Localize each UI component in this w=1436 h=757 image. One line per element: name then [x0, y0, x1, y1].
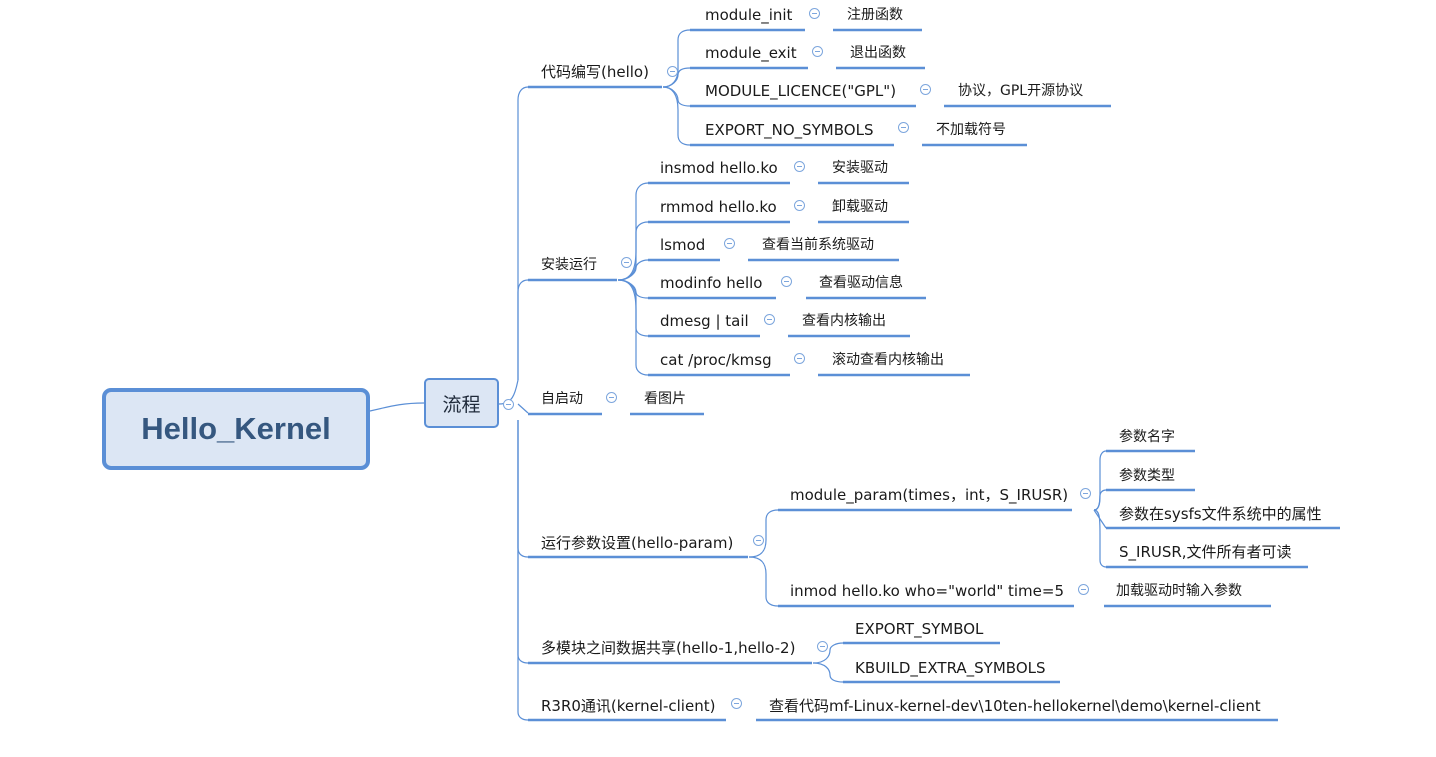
note-rmmod[interactable]: 卸载驱动: [832, 199, 888, 215]
branch-run-params[interactable]: 运行参数设置(hello-param): [541, 534, 734, 552]
param-item-type[interactable]: 参数类型: [1119, 468, 1175, 484]
collapse-icon[interactable]: [812, 46, 823, 57]
note-dmesg[interactable]: 查看内核输出: [802, 313, 886, 329]
note-r3r0-comm[interactable]: 查看代码mf-Linux-kernel-dev\10ten-hellokerne…: [769, 697, 1261, 715]
collapse-icon[interactable]: [781, 276, 792, 287]
topic-insmod[interactable]: insmod hello.ko: [660, 159, 778, 177]
collapse-icon[interactable]: [503, 399, 514, 410]
note-autostart[interactable]: 看图片: [644, 391, 686, 407]
collapse-icon[interactable]: [920, 84, 931, 95]
topic-lsmod[interactable]: lsmod: [660, 236, 706, 254]
note-export-no-symbols[interactable]: 不加载符号: [936, 122, 1006, 138]
topic-module-licence[interactable]: MODULE_LICENCE("GPL"): [705, 82, 897, 100]
collapse-icon[interactable]: [724, 238, 735, 249]
collapse-icon[interactable]: [731, 698, 742, 709]
branch-r3r0-comm[interactable]: R3R0通讯(kernel-client): [541, 697, 716, 715]
branch-install-run[interactable]: 安装运行: [541, 257, 597, 273]
root-topic-label: Hello_Kernel: [141, 411, 331, 446]
collapse-icon[interactable]: [1080, 488, 1091, 499]
collapse-icon[interactable]: [817, 641, 828, 652]
topic-export-symbol[interactable]: EXPORT_SYMBOL: [855, 620, 984, 638]
main-topic[interactable]: 流程: [424, 378, 499, 428]
collapse-icon[interactable]: [809, 8, 820, 19]
topic-kbuild-extra-symbols[interactable]: KBUILD_EXTRA_SYMBOLS: [855, 659, 1046, 677]
topic-cat-kmsg[interactable]: cat /proc/kmsg: [660, 351, 772, 369]
branch-multi-module-share[interactable]: 多模块之间数据共享(hello-1,hello-2): [541, 639, 796, 657]
collapse-icon[interactable]: [667, 66, 678, 77]
note-module-init[interactable]: 注册函数: [847, 7, 903, 23]
collapse-icon[interactable]: [794, 161, 805, 172]
note-inmod-params[interactable]: 加载驱动时输入参数: [1116, 583, 1242, 599]
collapse-icon[interactable]: [621, 257, 632, 268]
collapse-icon[interactable]: [898, 122, 909, 133]
collapse-icon[interactable]: [753, 535, 764, 546]
collapse-icon[interactable]: [1078, 584, 1089, 595]
topic-dmesg[interactable]: dmesg | tail: [660, 312, 749, 330]
collapse-icon[interactable]: [794, 353, 805, 364]
root-topic[interactable]: Hello_Kernel: [102, 388, 370, 470]
note-module-licence[interactable]: 协议，GPL开源协议: [958, 83, 1084, 99]
topic-inmod-params[interactable]: inmod hello.ko who="world" time=5: [790, 582, 1064, 600]
topic-module-param[interactable]: module_param(times，int，S_IRUSR): [790, 486, 1069, 504]
topic-module-init[interactable]: module_init: [705, 6, 793, 24]
branch-code-writing[interactable]: 代码编写(hello): [541, 63, 649, 81]
param-item-s-irusr[interactable]: S_IRUSR,文件所有者可读: [1119, 543, 1292, 561]
main-topic-label: 流程: [442, 393, 481, 416]
note-modinfo[interactable]: 查看驱动信息: [819, 275, 903, 291]
note-module-exit[interactable]: 退出函数: [850, 45, 906, 61]
topic-export-no-symbols[interactable]: EXPORT_NO_SYMBOLS: [705, 121, 874, 139]
collapse-icon[interactable]: [764, 314, 775, 325]
note-lsmod[interactable]: 查看当前系统驱动: [762, 237, 874, 253]
collapse-icon[interactable]: [606, 392, 617, 403]
topic-modinfo[interactable]: modinfo hello: [660, 274, 763, 292]
param-item-sysfs-attr[interactable]: 参数在sysfs文件系统中的属性: [1119, 505, 1322, 523]
branch-autostart[interactable]: 自启动: [541, 391, 583, 407]
param-item-name[interactable]: 参数名字: [1119, 429, 1175, 445]
note-insmod[interactable]: 安装驱动: [832, 160, 888, 176]
topic-module-exit[interactable]: module_exit: [705, 44, 797, 62]
collapse-icon[interactable]: [794, 200, 805, 211]
note-cat-kmsg[interactable]: 滚动查看内核输出: [832, 352, 944, 368]
topic-rmmod[interactable]: rmmod hello.ko: [660, 198, 777, 216]
